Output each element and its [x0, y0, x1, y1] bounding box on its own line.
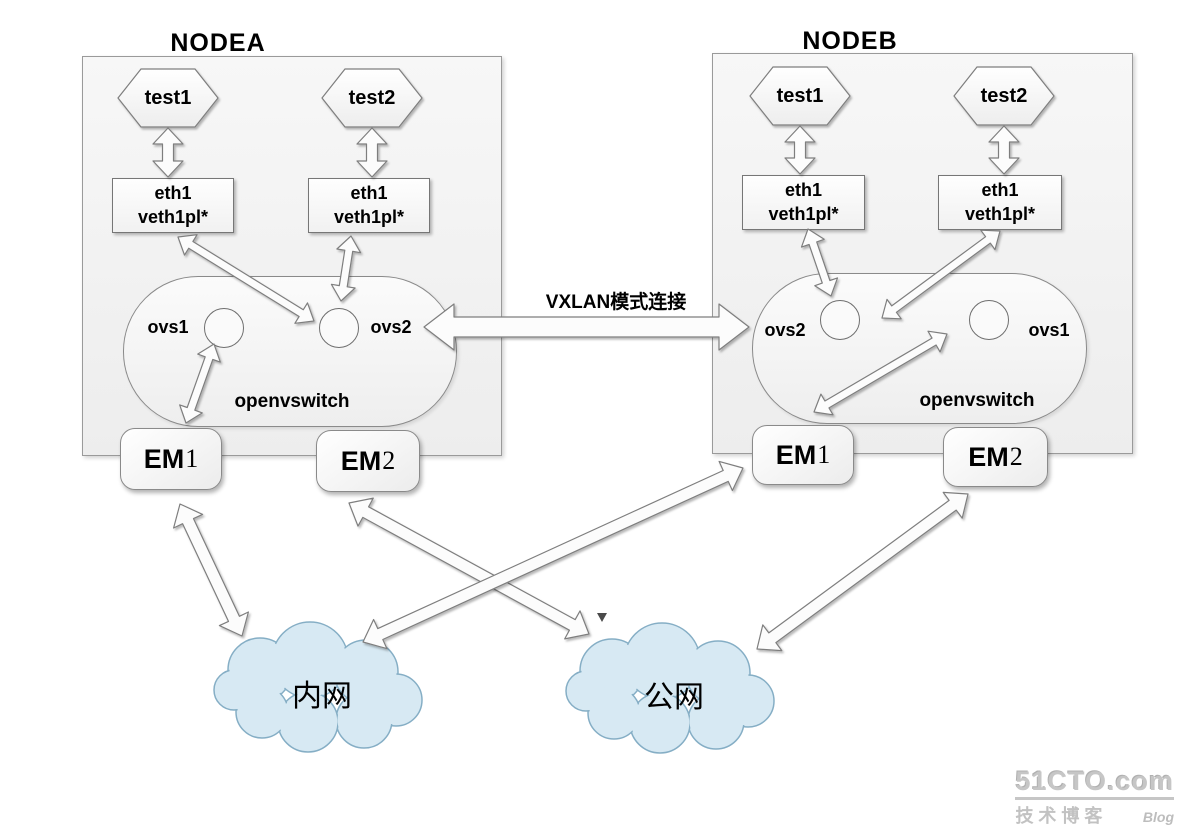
cloud-puff: [279, 693, 337, 751]
edge-nodea-port1--nodea-ovs2: [177, 234, 315, 324]
nodeb-ovs2-label: ovs2: [764, 320, 806, 340]
cloud-puff: [273, 623, 347, 697]
cloud-puff: [689, 694, 743, 748]
nodeb-ovs2-circle: [820, 300, 860, 340]
nodea-ovs1-circle: [204, 308, 244, 348]
cloud-puff: [625, 624, 699, 698]
edge-nodea-em1--cloud-intranet: [173, 503, 249, 637]
watermark-brand: 51CTO.com: [1015, 765, 1174, 796]
edge-nodea-em2--cloud-internet: [348, 497, 590, 640]
edge-nodeb-em1--nodeb-ovs1: [813, 330, 948, 416]
cloud-puff: [589, 688, 639, 738]
vxlan-link-label: VXLAN模式连接: [545, 292, 687, 313]
nodea-port-box-2: eth1 veth1pl*: [308, 178, 430, 233]
nodeb-openvswitch-label: openvswitch: [919, 390, 1035, 411]
internet-cloud: [565, 622, 775, 754]
edge-nodeb-em2--cloud-internet: [756, 491, 969, 652]
nodeb-ovs1-label: ovs1: [1028, 320, 1070, 340]
cloud-puff: [567, 672, 605, 710]
site-watermark: 51CTO.com 技术博客 Blog: [1015, 765, 1174, 828]
vm-hexagons: [117, 66, 1055, 128]
nodeb-ovs1-circle: [969, 300, 1009, 340]
watermark-blog-label: Blog: [1142, 809, 1174, 825]
edge-nodea-port2--nodea-ovs2: [330, 235, 362, 302]
edge-nodea-test1--nodea-port1: [152, 127, 184, 178]
nodeb-em1-box: EM 1: [752, 425, 854, 485]
nodeb-test1-hexagon: [749, 66, 851, 126]
port-line: veth1pl*: [768, 203, 839, 224]
nodea-test2-hexagon: [321, 68, 423, 128]
nodea-em1-box: EM 1: [120, 428, 222, 490]
nodea-ovs2-circle: [319, 308, 359, 348]
nodea-title: NODEA: [170, 29, 266, 57]
nodea-openvswitch-label: openvswitch: [234, 391, 350, 412]
nodea-ovs1-label: ovs1: [147, 317, 189, 337]
watermark-rule: [1015, 797, 1174, 800]
edge-nodeb-test2--nodeb-port2: [988, 125, 1020, 175]
nic-number: 2: [382, 446, 396, 475]
port-line: eth1: [350, 183, 388, 204]
nodeb-em2-box: EM 2: [943, 427, 1048, 487]
intranet-cloud-label: 内网: [292, 680, 352, 713]
nodeb-test1-label: test1: [776, 85, 824, 107]
edge-nodea-ovs1--nodea-em1: [179, 343, 221, 424]
nic-name: EM: [340, 445, 382, 476]
cloud-puff: [337, 693, 391, 747]
cursor-marker-icon: [597, 613, 607, 622]
edge-nodeb-test1--nodeb-port1: [784, 125, 816, 175]
nodeb-port-box-1: eth1 veth1pl*: [742, 175, 865, 230]
intranet-cloud: [213, 621, 423, 753]
edge-nodea-test2--nodea-port2: [356, 127, 388, 178]
edge-nodeb-port2--nodeb-ovs2: [881, 229, 1001, 320]
port-line: eth1: [784, 180, 822, 201]
nodea-test1-hexagon: [117, 68, 219, 128]
nodea-port-box-1: eth1 veth1pl*: [112, 178, 234, 233]
nic-name: EM: [968, 441, 1009, 472]
nodeb-test2-hexagon: [953, 66, 1055, 126]
nodeb-title: NODEB: [802, 27, 898, 55]
nodea-test2-label: test2: [348, 87, 396, 109]
cloud-puff: [215, 671, 253, 709]
nodeb-port-box-2: eth1 veth1pl*: [938, 175, 1062, 230]
nodea-ovs2-label: ovs2: [370, 317, 412, 337]
cloud-puff: [631, 694, 689, 752]
port-line: veth1pl*: [333, 206, 405, 227]
nic-number: 2: [1009, 442, 1023, 471]
nodeb-test2-label: test2: [980, 85, 1028, 107]
nic-name: EM: [143, 443, 185, 474]
edge-nodeb-port1--nodeb-ovs2: [800, 228, 839, 297]
port-line: eth1: [981, 180, 1019, 201]
nodea-em2-box: EM 2: [316, 430, 420, 492]
edge-nodea-ovs2--nodeb-ovs2: [423, 303, 750, 351]
nodea-test1-label: test1: [144, 87, 192, 109]
nic-name: EM: [775, 439, 817, 470]
watermark-tagline: 技术博客: [1015, 806, 1108, 826]
nic-number: 1: [817, 440, 831, 469]
connection-arrows: [152, 125, 1020, 652]
port-line: veth1pl*: [964, 203, 1036, 224]
internet-cloud-label: 公网: [644, 681, 704, 714]
port-line: veth1pl*: [137, 206, 209, 227]
cloud-puff: [237, 687, 287, 737]
nic-number: 1: [185, 444, 199, 473]
port-line: eth1: [154, 183, 192, 204]
edge-cloud-intranet--nodeb-em1: [362, 460, 744, 650]
